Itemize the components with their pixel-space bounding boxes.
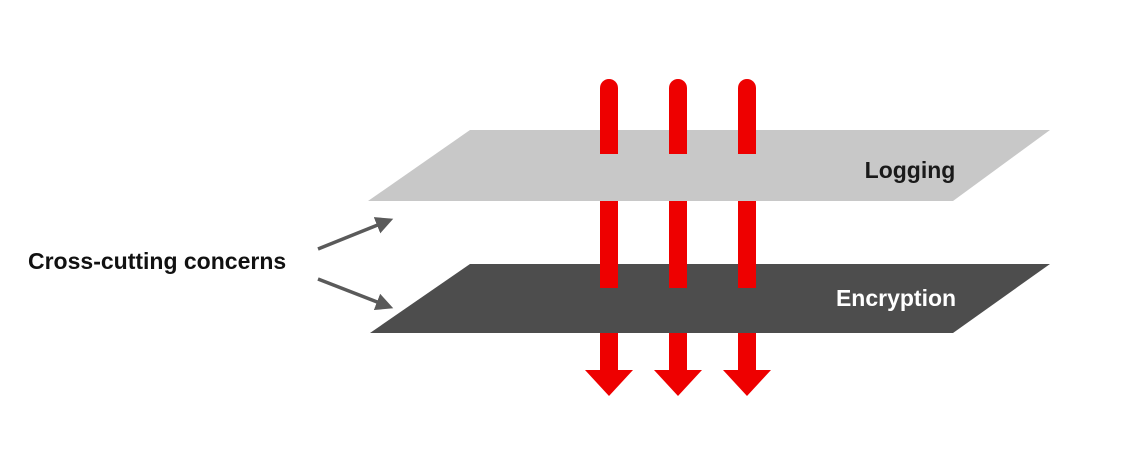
logging-layer-plane xyxy=(368,130,1050,201)
flow-arrow-3-middle-segment xyxy=(738,201,756,288)
encryption-layer-plane xyxy=(370,264,1050,333)
flow-arrow-2-bottom-arrowhead xyxy=(654,333,702,396)
encryption-label: Encryption xyxy=(836,285,956,311)
pointer-arrow-to-encryption xyxy=(317,277,394,311)
cross-cutting-concerns-label: Cross-cutting concerns xyxy=(28,248,286,274)
flow-arrow-2-middle-segment xyxy=(669,201,687,288)
flow-arrows-lower xyxy=(585,201,771,396)
flow-arrow-1-top-segment xyxy=(600,79,618,154)
flow-arrow-1-middle-segment xyxy=(600,201,618,288)
flow-arrow-3-bottom-arrowhead xyxy=(723,333,771,396)
pointer-arrow-to-logging xyxy=(317,217,394,251)
flow-arrow-3-top-segment xyxy=(738,79,756,154)
flow-arrow-2-top-segment xyxy=(669,79,687,154)
logging-label: Logging xyxy=(865,157,956,183)
flow-arrow-1-bottom-arrowhead xyxy=(585,333,633,396)
flow-arrows-upper xyxy=(600,79,756,154)
